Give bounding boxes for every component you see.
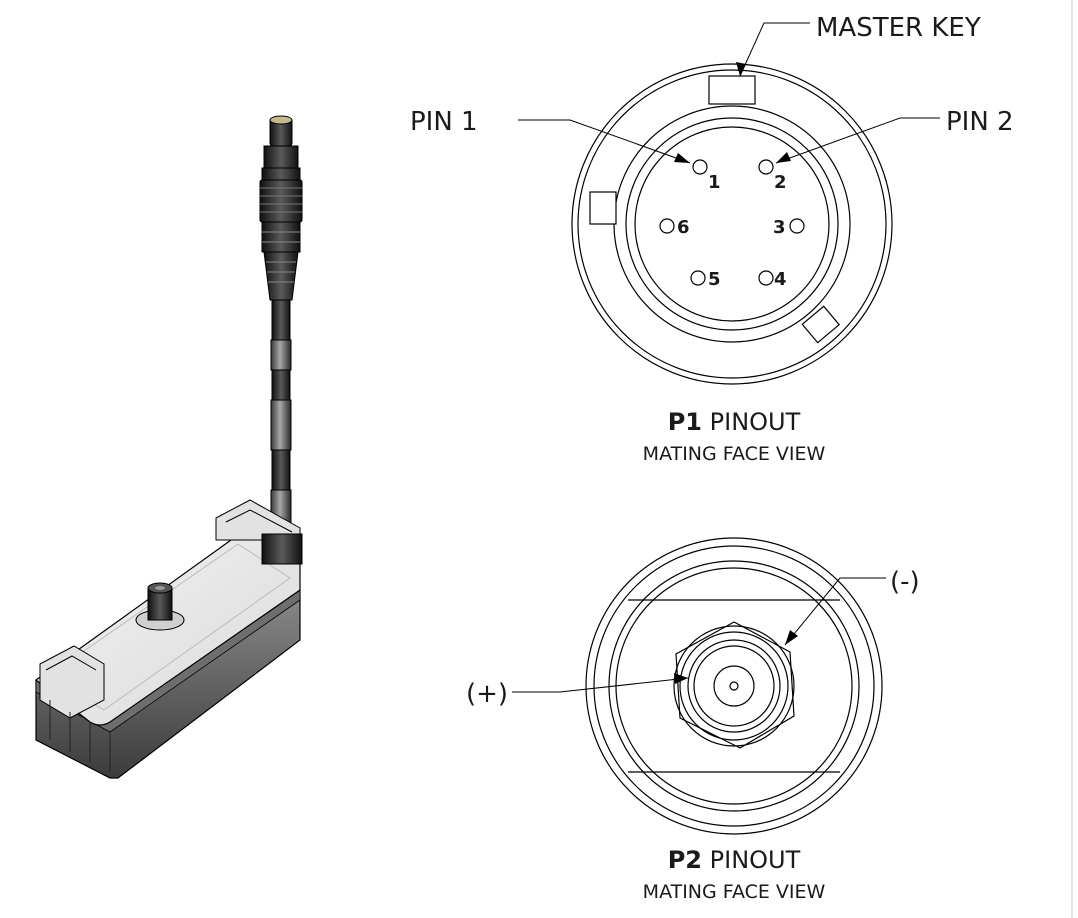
p1-pinout-view: 1 2 3 4 5 6 MASTER KEY PIN 1 PIN 2 P1 PI… — [410, 13, 1014, 465]
p2-caption-rest: PINOUT — [702, 846, 801, 874]
enclosure-box — [34, 499, 303, 779]
cable-connector-head — [259, 115, 303, 301]
secondary-key-tab — [589, 191, 617, 225]
neg-terminal-label: (-) — [890, 567, 920, 597]
p2-caption-sub: MATING FACE VIEW — [643, 881, 826, 903]
pin-1-leader — [518, 119, 691, 164]
pin-5-contact — [690, 270, 706, 286]
pin-4-number: 4 — [774, 269, 787, 290]
p2-caption-bold: P2 — [668, 846, 702, 874]
pin-2-number: 2 — [774, 172, 787, 193]
pin-3-contact — [789, 218, 805, 234]
neg-leader — [784, 577, 886, 646]
pos-terminal-label: (+) — [466, 679, 508, 709]
pin-6-contact — [659, 218, 675, 234]
p1-insert-ring — [613, 105, 851, 343]
pin-1-number: 1 — [708, 172, 721, 193]
pin-1-label: PIN 1 — [410, 107, 478, 137]
p2-outer-shell — [585, 537, 883, 835]
master-key-label: MASTER KEY — [816, 13, 981, 43]
p1-caption-sub: MATING FACE VIEW — [643, 443, 826, 465]
p2-center-pin — [729, 681, 739, 691]
p1-caption-bold: P1 — [668, 408, 702, 436]
p1-caption-rest: PINOUT — [702, 408, 801, 436]
p1-caption: P1 PINOUT — [668, 408, 801, 436]
p1-outer-shell — [571, 63, 893, 385]
pin-6-number: 6 — [677, 217, 690, 238]
p1-insert-face — [634, 126, 830, 322]
p2-outer-contact — [687, 639, 781, 733]
master-key-tab — [708, 75, 756, 105]
p2-hex-nut — [675, 621, 795, 749]
master-key-leader — [739, 22, 810, 77]
pin-4-contact — [758, 270, 774, 286]
pos-leader — [512, 677, 689, 693]
p2-pinout-view: (-) (+) P2 PINOUT MATING FACE VIEW — [466, 537, 920, 903]
pin-3-number: 3 — [773, 217, 786, 238]
pin-2-contact — [758, 159, 774, 175]
pin-1-contact — [692, 159, 708, 175]
p2-caption: P2 PINOUT — [668, 846, 801, 874]
pin-5-number: 5 — [708, 269, 721, 290]
cable — [270, 299, 292, 536]
product-illustration — [34, 115, 303, 779]
tertiary-key-tab — [801, 305, 840, 344]
p2-dielectric — [713, 665, 755, 707]
pin-2-leader — [775, 117, 940, 164]
pin-2-label: PIN 2 — [946, 107, 1014, 137]
